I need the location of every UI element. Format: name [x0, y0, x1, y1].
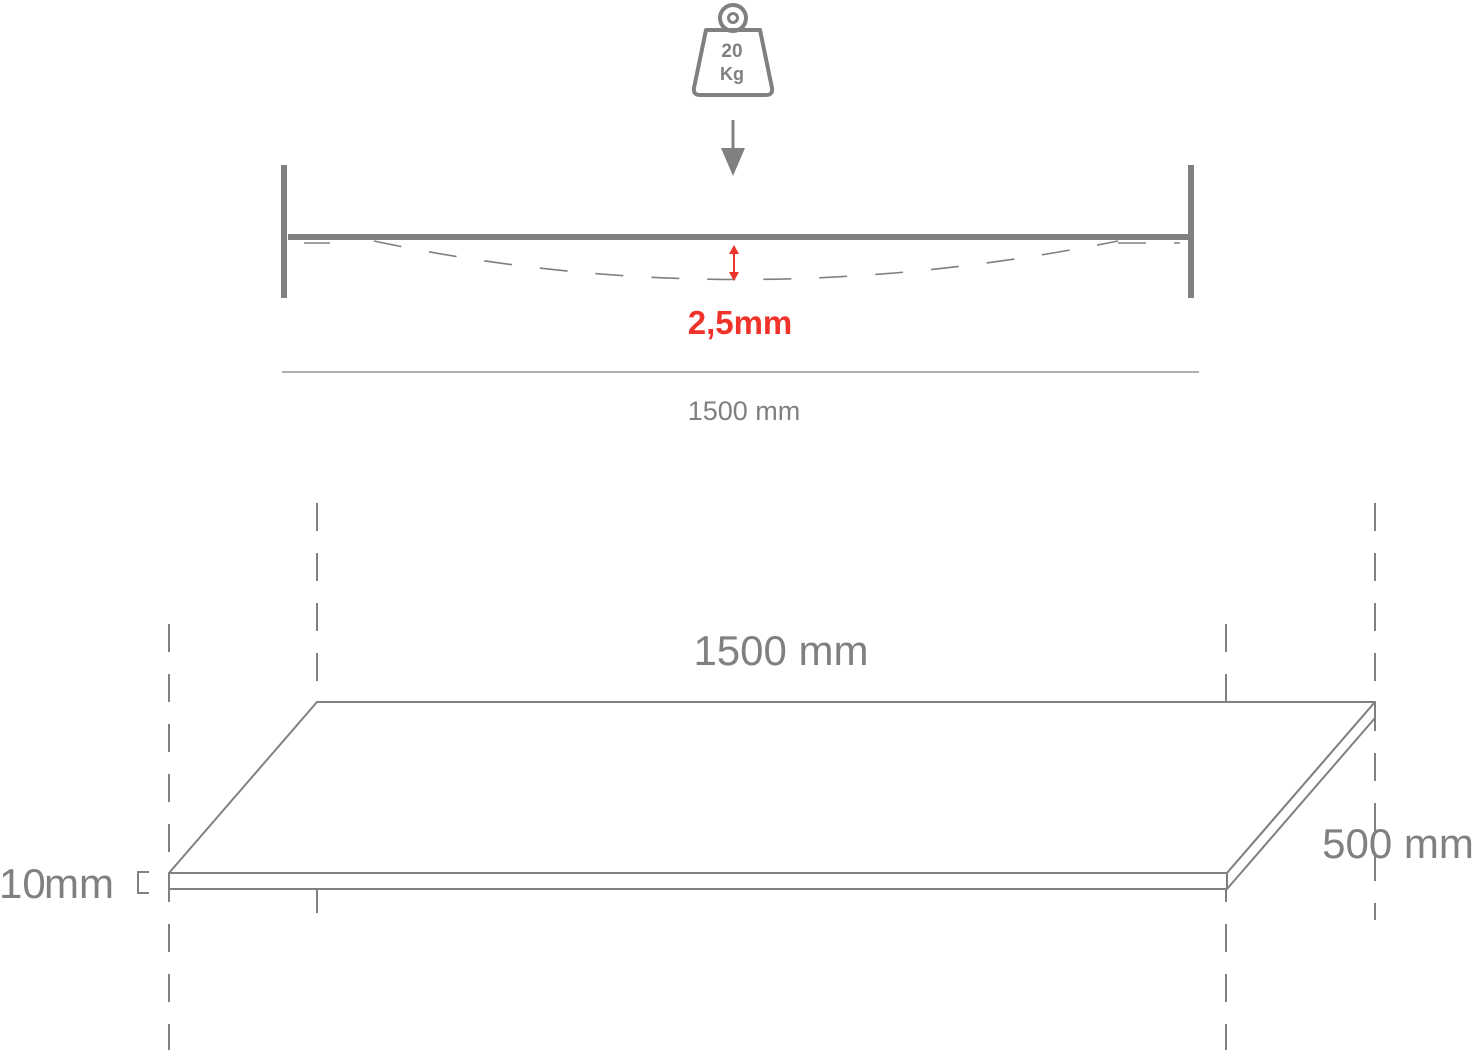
thickness-unit: mm [44, 860, 114, 907]
deflection-indicator [729, 245, 739, 281]
weight-unit: Kg [720, 64, 744, 84]
board-length-label: 1500 mm [693, 627, 868, 674]
board-top-face [168, 701, 1376, 874]
weight-icon: 20 Kg [691, 3, 775, 97]
weight-value: 20 [721, 41, 742, 62]
deflected-beam [304, 240, 1180, 281]
thickness-bracket [137, 871, 149, 894]
board [168, 701, 1376, 890]
force-arrow [721, 120, 745, 176]
beam-length-label: 1500 mm [688, 396, 801, 426]
board-side-edge [1226, 701, 1376, 890]
thickness-number: 10 [0, 860, 46, 907]
board-front-edge [168, 872, 1228, 890]
board-depth-label: 500 mm [1322, 820, 1474, 867]
thickness-label: 10 mm [0, 860, 149, 907]
deflection-value: 2,5mm [688, 304, 793, 341]
